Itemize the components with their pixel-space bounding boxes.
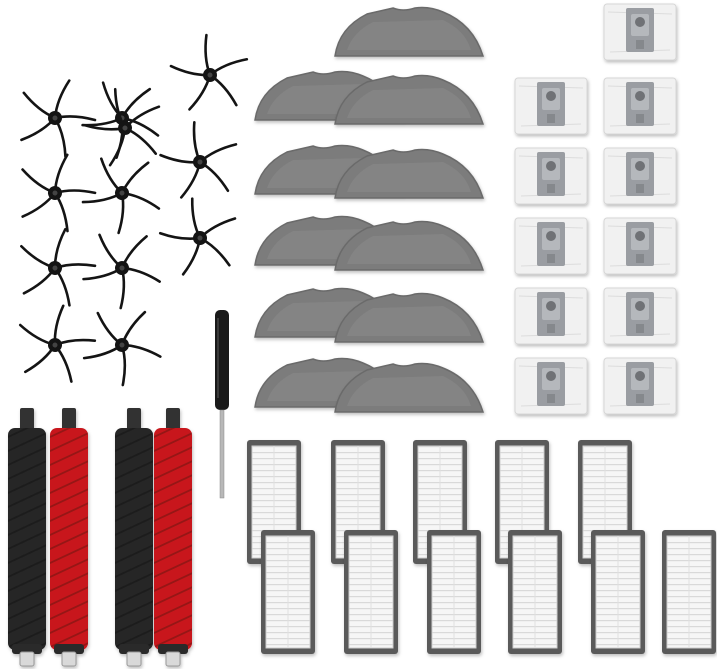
dust-bag-icon	[603, 217, 677, 275]
side-brush-icon	[20, 227, 97, 307]
dust-bag-icon	[514, 77, 588, 135]
mop-pad-icon	[334, 220, 485, 271]
hepa-filter-icon	[591, 530, 645, 654]
dust-bag-icon	[514, 287, 588, 345]
side-brush-icon	[159, 121, 238, 199]
mop-pads-group	[254, 6, 485, 413]
side-brush-icon	[82, 233, 161, 310]
side-brushes-group	[18, 33, 249, 387]
side-brush-icon	[21, 153, 97, 233]
dust-bag-icon	[514, 217, 588, 275]
main-roller-brush-icon	[50, 408, 88, 667]
dust-bags-group	[514, 3, 677, 415]
mop-pad-icon	[334, 148, 485, 199]
side-brush-icon	[169, 33, 249, 111]
side-brush-icon	[83, 87, 161, 167]
mop-pad-icon	[334, 74, 485, 125]
mop-pad-icon	[334, 292, 485, 343]
hepa-filter-icon	[508, 530, 562, 654]
hepa-filter-icon	[344, 530, 398, 654]
side-brush-icon	[82, 310, 162, 387]
dust-bag-icon	[603, 357, 677, 415]
main-roller-brush-icon	[8, 408, 46, 667]
hepa-filters-group	[247, 440, 716, 654]
side-brush-icon	[18, 304, 97, 383]
hepa-filter-icon	[662, 530, 716, 654]
mop-pad-icon	[334, 6, 485, 57]
hepa-filter-icon	[261, 530, 315, 654]
dust-bag-icon	[603, 3, 677, 61]
dust-bag-icon	[603, 77, 677, 135]
dust-bag-icon	[514, 357, 588, 415]
dust-bag-icon	[603, 147, 677, 205]
main-roller-brush-icon	[115, 408, 153, 667]
screwdriver-group	[215, 310, 229, 499]
dust-bag-icon	[514, 147, 588, 205]
screwdriver-icon	[215, 310, 229, 499]
side-brush-icon	[158, 197, 237, 276]
dust-bag-icon	[603, 287, 677, 345]
side-brush-icon	[20, 79, 97, 158]
main-roller-brush-icon	[154, 408, 192, 667]
hepa-filter-icon	[427, 530, 481, 654]
side-brush-icon	[81, 157, 161, 235]
main-brushes-group	[8, 408, 192, 667]
mop-pad-icon	[334, 362, 485, 413]
